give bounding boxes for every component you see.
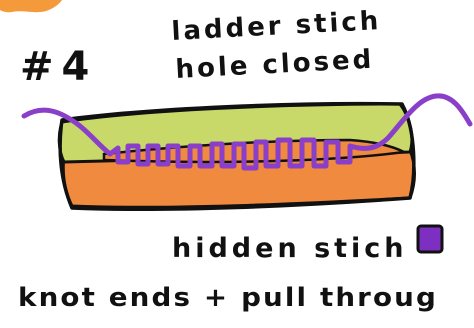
bottom-note: knot ends + pull throug [18, 283, 438, 313]
corner-blob-icon [0, 0, 62, 12]
caption-line-1: ladder stich [171, 6, 382, 47]
step-number: #4 [20, 44, 97, 90]
hidden-stitch-label: hidden stich [172, 233, 408, 264]
hidden-stitch-swatch-icon [418, 226, 442, 252]
caption-line-2: hole closed [175, 45, 375, 85]
